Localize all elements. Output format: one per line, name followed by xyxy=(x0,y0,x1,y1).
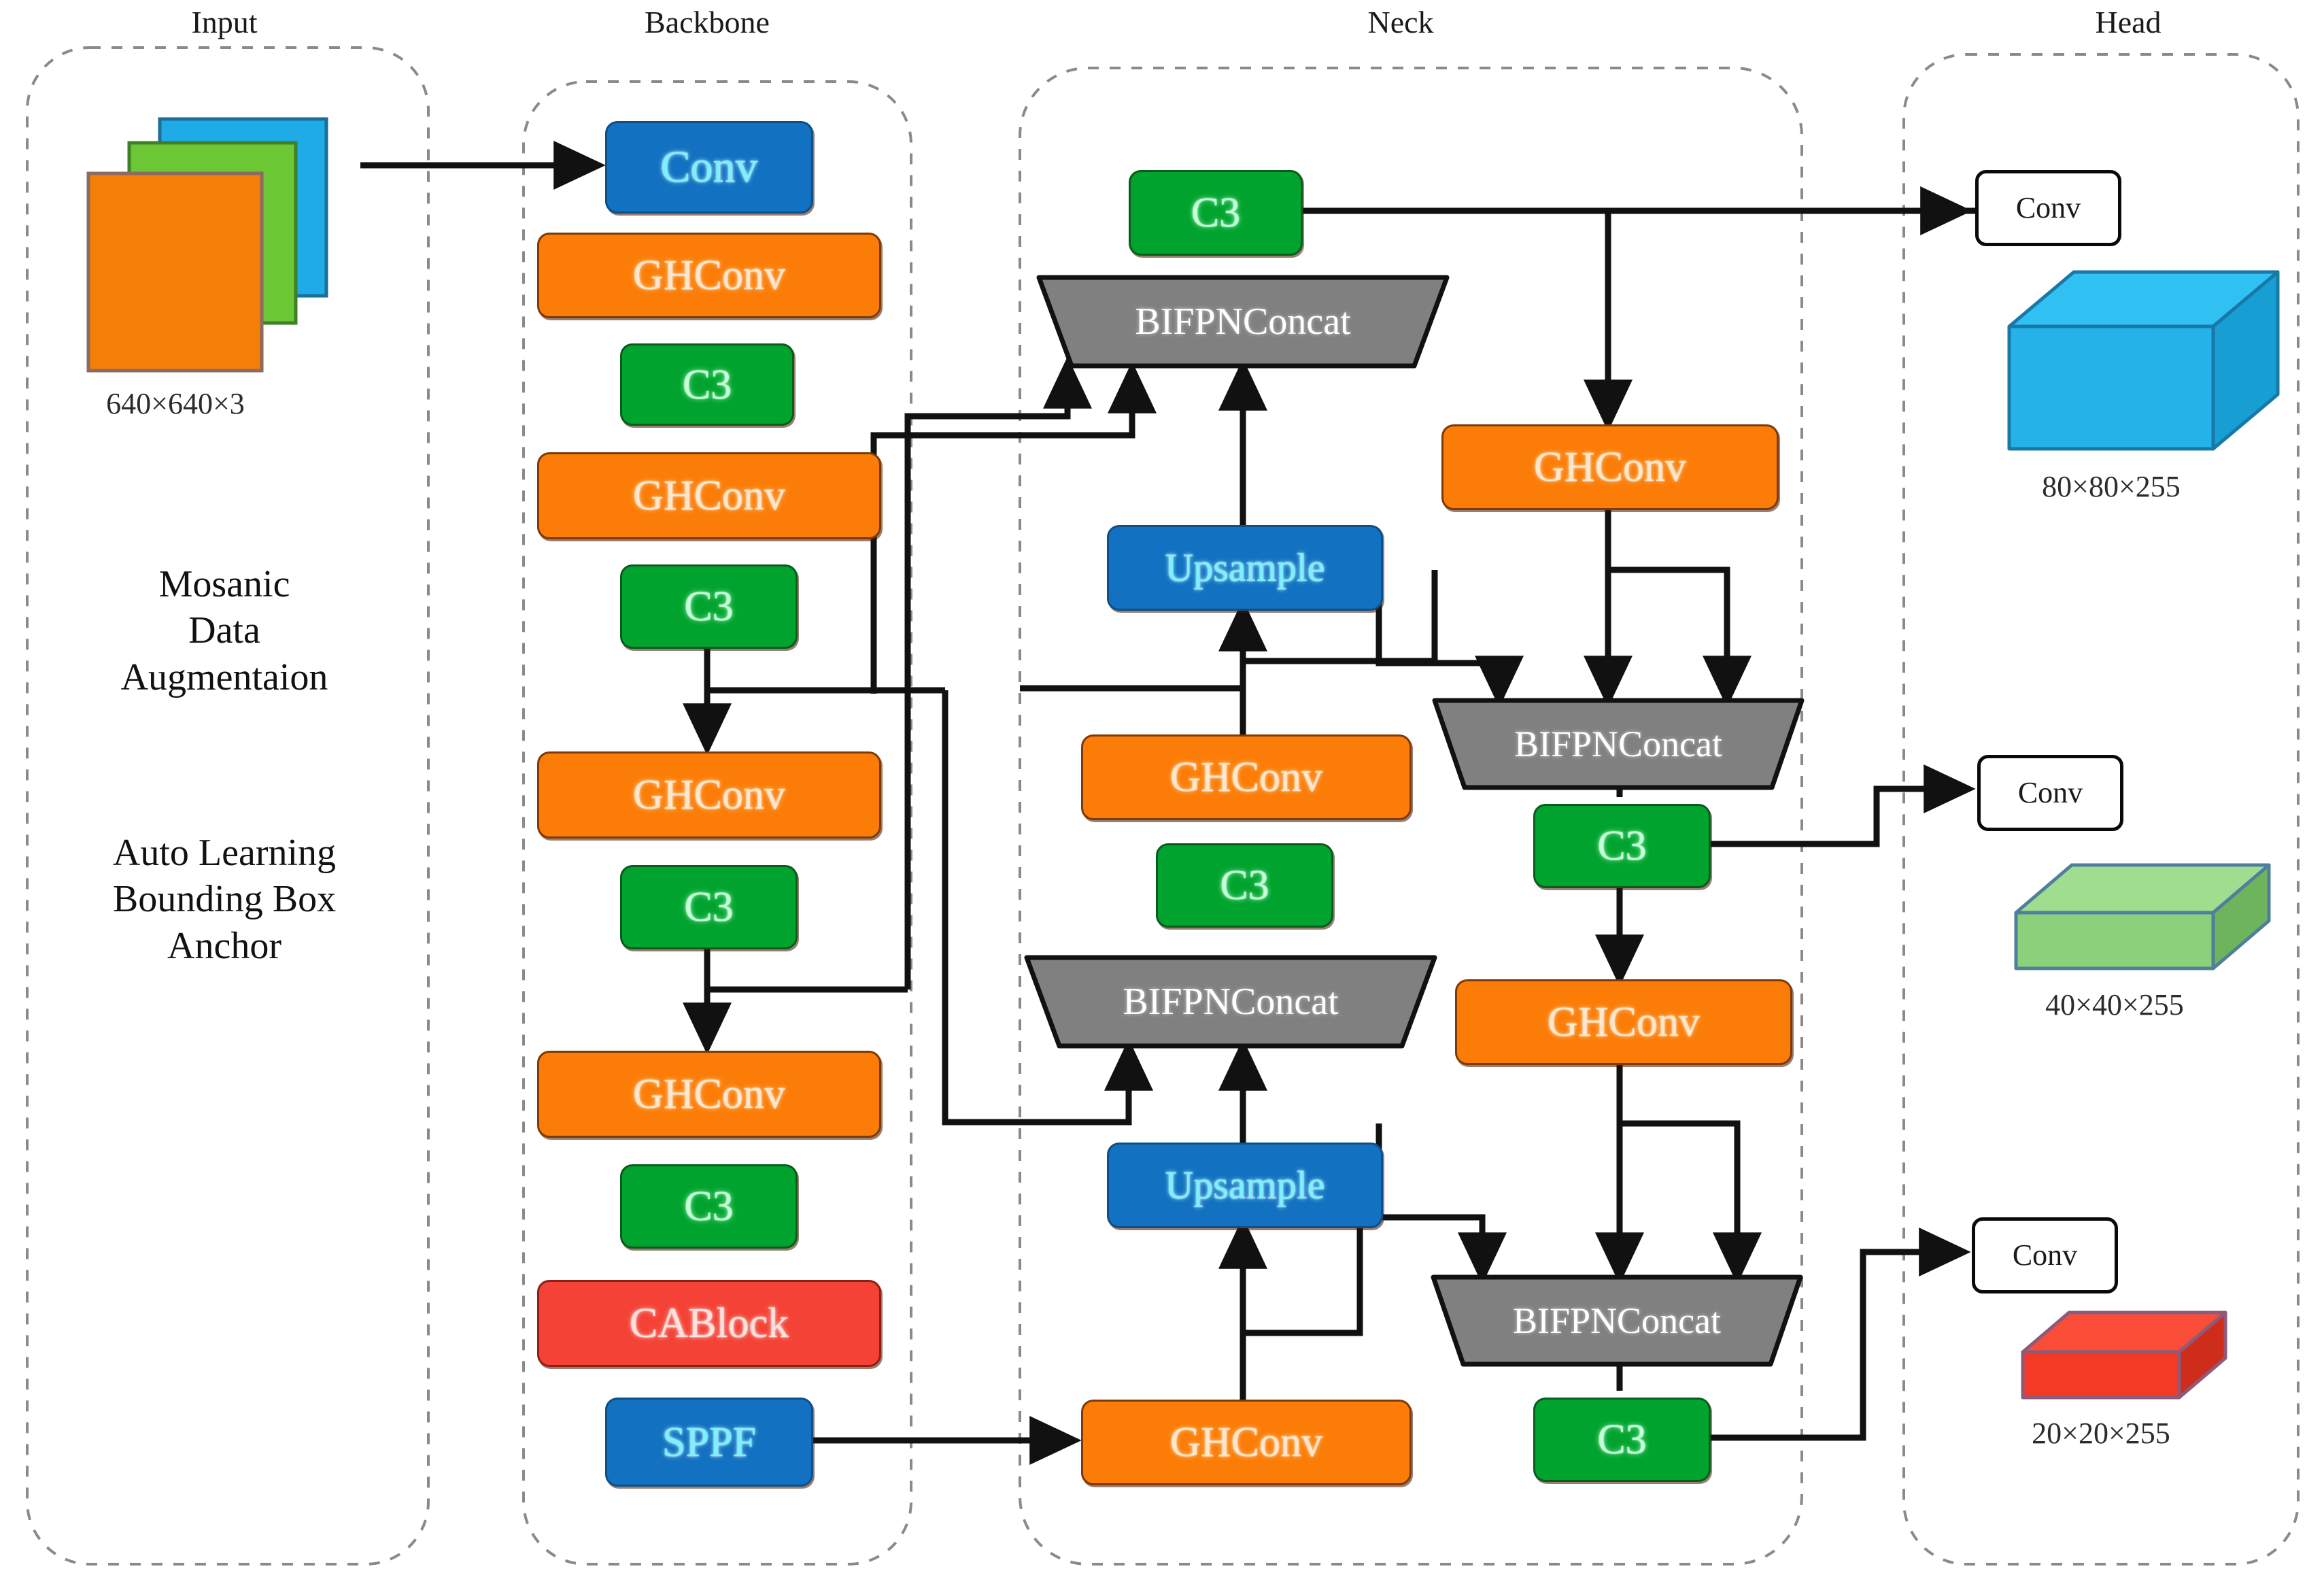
bifpn-concat-2-label: BIFPNConcat xyxy=(1514,724,1723,764)
connectors xyxy=(360,141,2094,1465)
node-backbone-c3-4[interactable]: C3 xyxy=(620,1164,798,1249)
edge-ghcr1-split-right xyxy=(1608,566,1751,708)
bifpn-trapezoids xyxy=(1024,275,1805,1367)
input-size-label: 640×640×3 xyxy=(106,387,245,420)
node-neck-ghconv-l1[interactable]: GHConv xyxy=(1081,734,1412,820)
cube3-front xyxy=(2021,1350,2181,1400)
node-backbone-ghconv-2[interactable]: GHConv xyxy=(537,452,881,539)
output-cube-2 xyxy=(2014,863,2271,970)
node-neck-c3-bottom[interactable]: C3 xyxy=(1533,1398,1711,1482)
bifpn-concat-1-label: BIFPNConcat xyxy=(1135,301,1351,343)
bifpn-concat-3-label: BIFPNConcat xyxy=(1123,981,1339,1023)
edge-c3bot-to-head3 xyxy=(1707,1228,1971,1441)
head-output-label-1: 80×80×255 xyxy=(2042,470,2181,503)
edge-rail-ups1-to-bifpn2 xyxy=(1375,570,1524,708)
node-neck-c3-top[interactable]: C3 xyxy=(1129,170,1303,256)
head-output-label-2: 40×40×255 xyxy=(2045,988,2184,1021)
section-title-head: Head xyxy=(2095,5,2161,39)
section-title-backbone: Backbone xyxy=(645,5,770,39)
node-backbone-c3-2[interactable]: C3 xyxy=(620,564,798,649)
node-backbone-sppf[interactable]: SPPF xyxy=(605,1398,813,1487)
node-bifpn-concat-2[interactable]: BIFPNConcat xyxy=(1435,700,1802,788)
output-cube-3 xyxy=(2021,1310,2227,1400)
node-neck-upsample-2[interactable]: Upsample xyxy=(1107,1143,1383,1228)
node-neck-ghconv-r1[interactable]: GHConv xyxy=(1441,424,1779,510)
section-frames xyxy=(26,46,2300,1566)
edge-ghcr2-split-right xyxy=(1620,1120,1762,1285)
edge-c3r1-to-head2 xyxy=(1707,764,1976,847)
frame-backbone xyxy=(522,80,912,1566)
node-bifpn-concat-4[interactable]: BIFPNConcat xyxy=(1433,1277,1800,1364)
node-backbone-conv[interactable]: Conv xyxy=(605,121,813,214)
head-output-label-3: 20×20×255 xyxy=(2032,1417,2170,1450)
node-head-conv-2[interactable]: Conv xyxy=(1977,755,2123,831)
node-neck-c3-mid[interactable]: C3 xyxy=(1156,843,1333,928)
edge-rail-low-to-ups1 xyxy=(1243,570,1438,664)
input-text-mosaic: Mosanic Data Augmentaion xyxy=(120,563,328,698)
node-neck-ghconv-bottom[interactable]: GHConv xyxy=(1081,1400,1412,1485)
frame-input xyxy=(26,46,430,1566)
edge-rail-into-bifpn3 xyxy=(1061,1038,1153,1126)
node-backbone-ghconv-1[interactable]: GHConv xyxy=(537,233,881,318)
bifpn-2-shape xyxy=(1432,698,1805,790)
edge-branch-right-down-1 xyxy=(942,690,1061,1126)
node-backbone-cablock[interactable]: CABlock xyxy=(537,1280,881,1367)
bifpn-4-shape xyxy=(1431,1274,1803,1367)
node-neck-ghconv-r2[interactable]: GHConv xyxy=(1455,979,1792,1065)
input-text-anchor: Auto Learning Bounding Box Anchor xyxy=(112,832,337,967)
section-title-neck: Neck xyxy=(1367,5,1434,39)
cube1-front xyxy=(2007,324,2215,451)
cube2-front xyxy=(2014,911,2215,970)
bifpn-3-shape xyxy=(1024,955,1437,1049)
node-head-conv-1[interactable]: Conv xyxy=(1975,170,2121,246)
node-bifpn-concat-1[interactable]: BIFPNConcat xyxy=(1039,277,1447,366)
input-image-planes xyxy=(86,117,328,373)
node-neck-upsample-1[interactable]: Upsample xyxy=(1107,525,1383,611)
node-neck-c3-r1[interactable]: C3 xyxy=(1533,804,1711,888)
bifpn-1-shape xyxy=(1036,275,1450,369)
node-bifpn-concat-3[interactable]: BIFPNConcat xyxy=(1027,958,1435,1046)
bifpn-concat-4-label: BIFPNConcat xyxy=(1512,1300,1722,1341)
section-title-input: Input xyxy=(191,5,258,39)
plane-orange xyxy=(86,171,264,373)
edge-rail-left-up-to-bifpn1 xyxy=(870,361,1157,694)
node-backbone-ghconv-3[interactable]: GHConv xyxy=(537,751,881,839)
frame-head xyxy=(1902,53,2300,1566)
node-head-conv-3[interactable]: Conv xyxy=(1972,1217,2118,1293)
node-backbone-c3-1[interactable]: C3 xyxy=(620,343,794,426)
node-backbone-c3-3[interactable]: C3 xyxy=(620,865,798,949)
output-cube-1 xyxy=(2007,270,2280,451)
edge-branch2-up xyxy=(904,356,1092,989)
node-backbone-ghconv-4[interactable]: GHConv xyxy=(537,1051,881,1138)
